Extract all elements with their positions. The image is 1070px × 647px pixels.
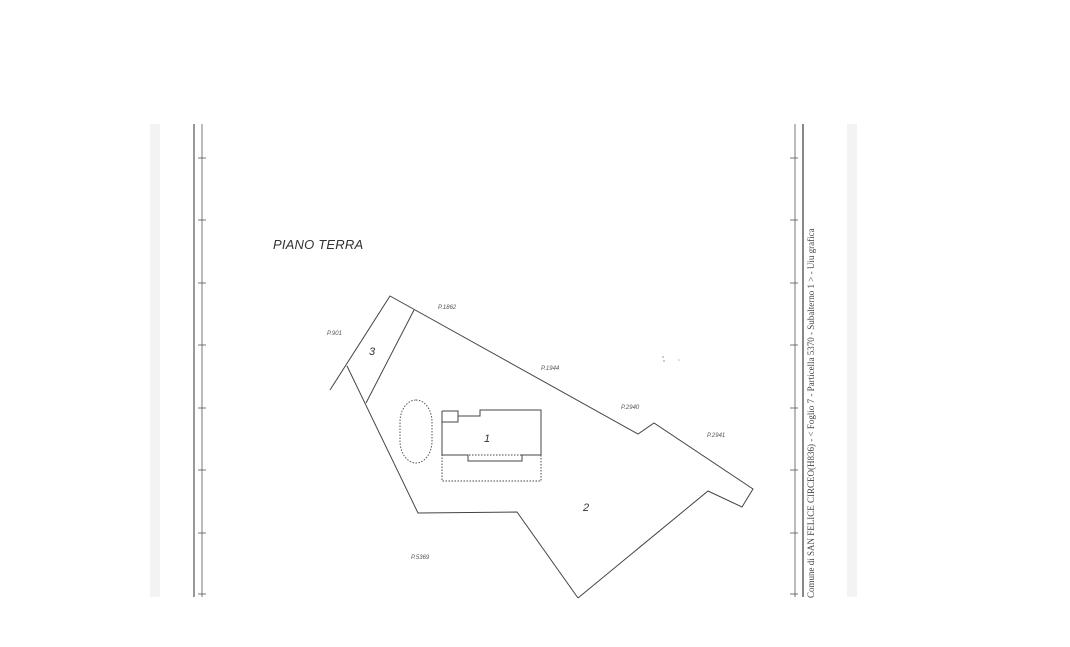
unit-label-3: 3 xyxy=(369,346,376,358)
parcel-label-p2941: P.2941 xyxy=(707,433,726,439)
parcel-outline xyxy=(329,295,754,599)
parcel-label-p2940: P.2940 xyxy=(621,405,640,411)
page-edge-left xyxy=(150,124,160,597)
unit-label-2: 2 xyxy=(583,502,590,514)
pool-outline xyxy=(399,399,433,464)
page-title: PIANO TERRA xyxy=(273,237,364,252)
parcel-label-p5369: P.5369 xyxy=(411,555,430,561)
left-border xyxy=(193,124,206,597)
cadastral-caption: Comune di SAN FELICE CIRCEO(H836) - < Fo… xyxy=(806,228,816,598)
building-unit-1 xyxy=(441,409,542,482)
right-border xyxy=(790,124,804,597)
scan-marks xyxy=(662,356,680,362)
parcel-label-p1862: P.1862 xyxy=(438,305,457,311)
parcel-label-p901: P.901 xyxy=(327,331,342,337)
page-edge-right xyxy=(847,124,857,597)
unit-label-1: 1 xyxy=(484,433,491,445)
parcel-label-p1944: P.1944 xyxy=(541,366,560,372)
